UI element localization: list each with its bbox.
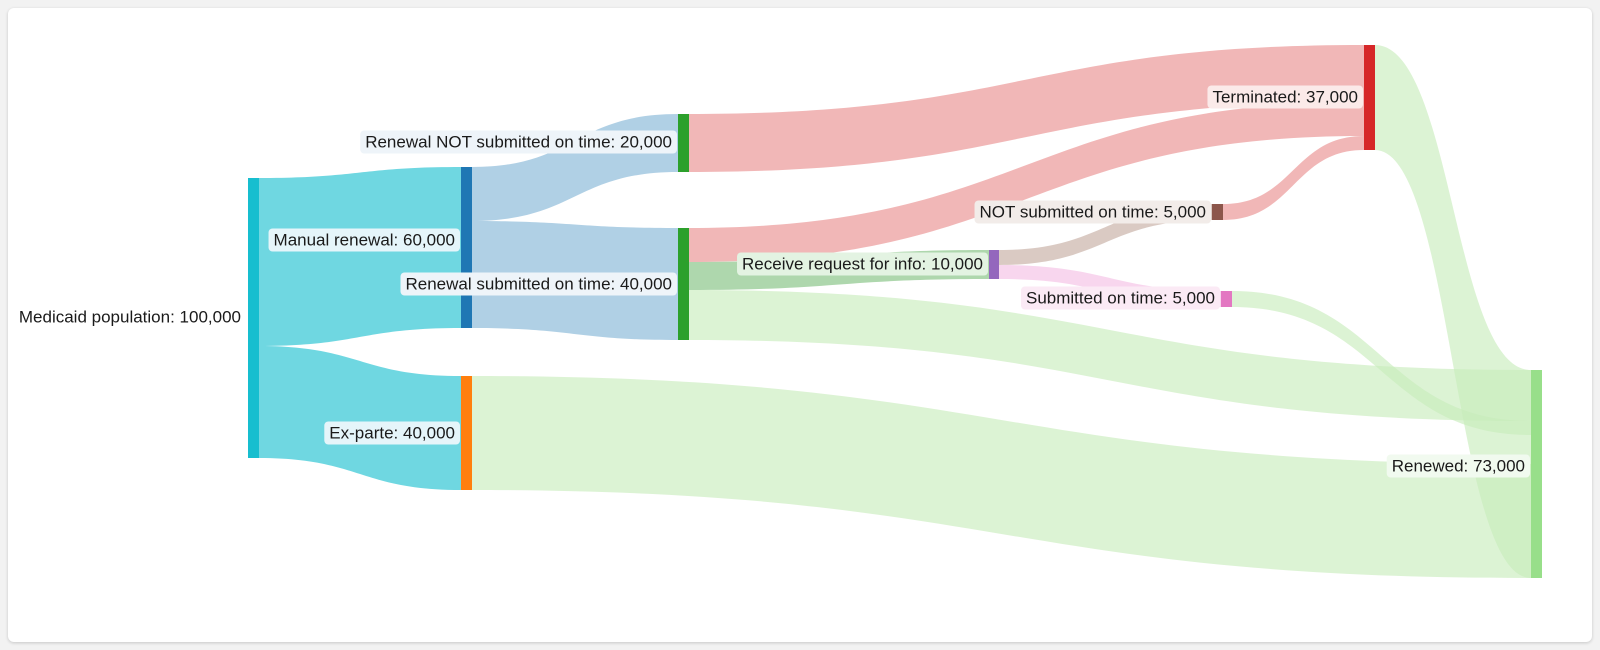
- sankey-node-renewed[interactable]: [1531, 370, 1542, 578]
- sankey-node-medicaid-population[interactable]: [248, 178, 259, 458]
- sankey-link-submitted-to-renewed[interactable]: [689, 290, 1531, 421]
- sankey-label-medicaid-population: Medicaid population: 100,000: [13, 305, 246, 329]
- label-text: Receive request for info: 10,000: [742, 254, 983, 273]
- label-text: Ex-parte: 40,000: [329, 423, 455, 442]
- sankey-labels-layer: Medicaid population: 100,000 Manual renew…: [13, 85, 1530, 478]
- label-text: Terminated: 37,000: [1212, 87, 1358, 106]
- sankey-link-terminated-to-renewed[interactable]: [1375, 45, 1531, 578]
- label-background: [13, 305, 246, 329]
- sankey-label-manual-renewal: Manual renewal: 60,000: [268, 228, 460, 252]
- label-background: [1020, 286, 1220, 310]
- sankey-link-not-submitted-to-terminated[interactable]: [689, 45, 1364, 172]
- label-text: Submitted on time: 5,000: [1026, 288, 1215, 307]
- sankey-link-info-not-submitted-to-terminated[interactable]: [1223, 136, 1364, 220]
- sankey-label-info-submitted-on-time: Submitted on time: 5,000: [1020, 286, 1220, 310]
- sankey-node-renewal-not-submitted-on-time[interactable]: [678, 114, 689, 172]
- sankey-diagram: Medicaid population: 100,000 Manual renew…: [13, 45, 1542, 578]
- sankey-label-terminated: Terminated: 37,000: [1207, 85, 1363, 109]
- label-text: Renewed: 73,000: [1392, 456, 1525, 475]
- label-background: [737, 252, 988, 276]
- sankey-link-submitted-to-terminated[interactable]: [689, 102, 1364, 262]
- sankey-label-info-not-submitted-on-time: NOT submitted on time: 5,000: [974, 200, 1211, 224]
- sankey-nodes-layer: [248, 45, 1542, 578]
- sankey-label-renewal-not-submitted-on-time: Renewal NOT submitted on time: 20,000: [360, 130, 677, 154]
- sankey-link-medicaid-to-ex-parte[interactable]: [259, 346, 461, 490]
- sankey-node-info-submitted-on-time[interactable]: [1221, 291, 1232, 307]
- sankey-label-renewal-submitted-on-time: Renewal submitted on time: 40,000: [400, 272, 677, 296]
- label-background: [400, 272, 677, 296]
- sankey-node-info-not-submitted-on-time[interactable]: [1212, 204, 1223, 220]
- sankey-links-layer: [259, 45, 1531, 578]
- label-background: [324, 421, 460, 445]
- sankey-label-ex-parte: Ex-parte: 40,000: [324, 421, 460, 445]
- label-text: Medicaid population: 100,000: [19, 307, 241, 326]
- label-background: [268, 228, 460, 252]
- label-text: Renewal NOT submitted on time: 20,000: [365, 132, 672, 151]
- sankey-link-info-submitted-to-renewed[interactable]: [1232, 291, 1531, 435]
- label-text: NOT submitted on time: 5,000: [980, 202, 1206, 221]
- sankey-link-manual-to-not-submitted[interactable]: [472, 114, 678, 221]
- sankey-node-renewal-submitted-on-time[interactable]: [678, 228, 689, 340]
- sankey-link-medicaid-to-manual-renewal[interactable]: [259, 167, 461, 346]
- sankey-label-receive-request-for-info: Receive request for info: 10,000: [737, 252, 988, 276]
- label-background: [1207, 85, 1363, 109]
- sankey-node-manual-renewal[interactable]: [461, 167, 472, 328]
- sankey-link-ex-parte-to-renewed[interactable]: [472, 376, 1531, 578]
- sankey-canvas: Medicaid population: 100,000 Manual renew…: [8, 8, 1592, 642]
- sankey-node-terminated[interactable]: [1364, 45, 1375, 150]
- label-text: Renewal submitted on time: 40,000: [406, 274, 673, 293]
- sankey-node-receive-request-for-info[interactable]: [989, 250, 999, 279]
- label-background: [1386, 454, 1530, 478]
- label-background: [360, 130, 677, 154]
- sankey-label-renewed: Renewed: 73,000: [1386, 454, 1530, 478]
- label-background: [974, 200, 1211, 224]
- sankey-node-ex-parte[interactable]: [461, 376, 472, 490]
- label-text: Manual renewal: 60,000: [274, 230, 455, 249]
